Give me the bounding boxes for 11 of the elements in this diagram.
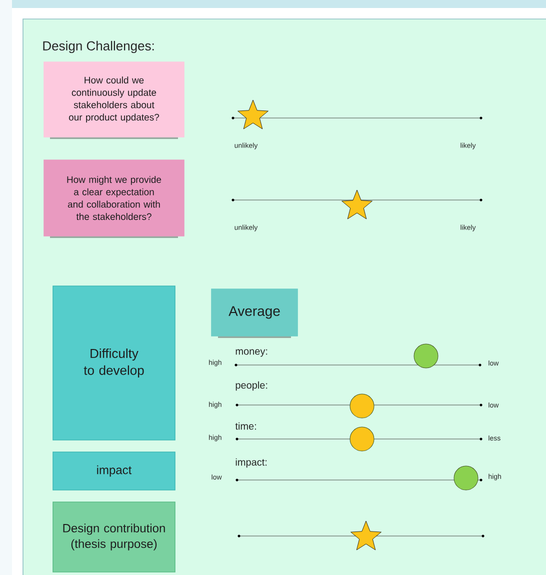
sticky-note: impact: [52, 452, 176, 490]
criterion-label: time:: [235, 422, 256, 430]
criterion-label: money:: [236, 349, 268, 357]
sticky-note: Difficulty to develop: [52, 286, 176, 440]
sticky-note: How might we provide a clear expectation and collaboration with the stakeholders?: [44, 160, 184, 238]
criterion-label: people:: [236, 381, 268, 391]
sticky-note: How could we continuously update stakeholders about our product updates?: [44, 62, 184, 139]
criterion-label: impact:: [236, 458, 267, 468]
sticky-note: Average: [211, 288, 298, 338]
sticky-note: Design contribution (thesis purpose): [52, 502, 176, 572]
heading: Design Challenges:: [43, 40, 154, 54]
